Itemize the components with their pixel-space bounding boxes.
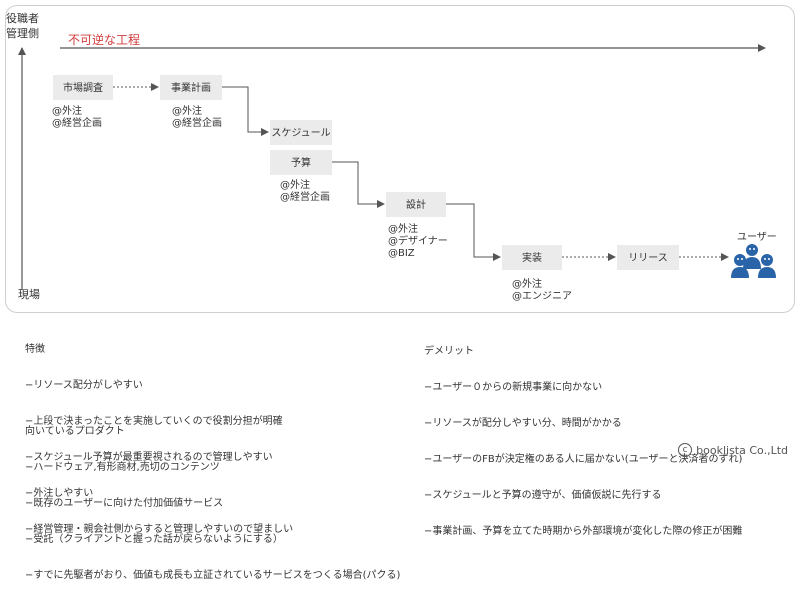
step-schedule-box — [270, 120, 332, 145]
note-implementation-1: @外注 — [512, 277, 542, 290]
note-research-1: @外注 — [52, 104, 82, 117]
step-design-box — [386, 192, 446, 217]
demerits-item: −リソースが配分しやすい分、時間がかかる — [424, 418, 622, 429]
users-icon — [731, 244, 776, 278]
step-schedule-label: スケジュール — [271, 127, 330, 139]
step-budget-box — [270, 150, 332, 175]
step-implementation-box — [502, 245, 562, 270]
features-item: −スケジュール予算が最重要視されるので管理しやすい — [25, 452, 273, 463]
connector-design-to-implementation — [446, 203, 501, 261]
features-title: 特徴 — [25, 344, 45, 355]
demerits-item: −ユーザーのFBが決定権のある人に届かない(ユーザーと決済者のずれ) — [424, 454, 743, 465]
step-market-research-label: 市場調査 — [63, 81, 103, 94]
waterfall-diagram: 役職者 管理側 現場 不可逆な工程 市場調査 事業計画 スケジュール 予算 設計… — [6, 11, 777, 302]
step-budget-label: 予算 — [291, 156, 311, 169]
connector-budget-to-design — [332, 161, 385, 208]
features-item: −リソース配分がしやすい — [25, 380, 143, 391]
axis-top-label-1: 役職者 — [6, 11, 39, 25]
suitable-item: −すでに先駆者がおり、価値も成長も立証されているサービスをつくる場合(パクる) — [25, 570, 401, 581]
demerits-title: デメリット — [424, 346, 474, 357]
step-design-label: 設計 — [406, 198, 426, 211]
axis-top-label-2: 管理側 — [6, 26, 39, 40]
note-implementation-2: @エンジニア — [512, 291, 572, 302]
copyright-text: booklista Co.,Ltd — [696, 443, 788, 457]
diagram-frame — [5, 5, 795, 313]
note-plan-1: @外注 — [172, 104, 202, 117]
suitable-block: 向いているプロダクト −ハードウェア,有形商材,売切のコンテンツ −既存のユーザ… — [25, 402, 400, 594]
irreversible-title: 不可逆な工程 — [68, 32, 140, 47]
note-design-1: @外注 — [388, 222, 418, 235]
demerits-block: デメリット −ユーザー０からの新規事業に向かない −リソースが配分しやすい分、時… — [424, 322, 742, 550]
step-market-research-box — [53, 75, 113, 100]
suitable-item: −受託（クライアントと握った話が戻らないようにする） — [25, 534, 283, 545]
demerits-item: −ユーザー０からの新規事業に向かない — [424, 382, 603, 393]
step-release-label: リリース — [628, 253, 668, 264]
connector-plan-to-schedule — [222, 86, 269, 136]
note-budget-2: @経営企画 — [280, 190, 330, 203]
demerits-item: −スケジュールと予算の遵守が、価値仮説に先行する — [424, 490, 662, 501]
suitable-item: −既存のユーザーに向けた付加価値サービス — [25, 498, 224, 509]
suitable-item: −ハードウェア,有形商材,売切のコンテンツ — [25, 462, 220, 473]
suitable-title: 向いているプロダクト — [25, 426, 125, 437]
step-business-plan-box — [160, 75, 222, 100]
note-design-3: @BIZ — [388, 248, 415, 259]
note-plan-2: @経営企画 — [172, 116, 222, 129]
note-research-2: @経営企画 — [52, 116, 102, 129]
step-release-box — [617, 245, 679, 270]
note-budget-1: @外注 — [280, 178, 310, 191]
copyright-icon: c — [678, 443, 693, 457]
users-label: ユーザー — [737, 231, 777, 243]
demerits-item: −事業計画、予算を立てた時期から外部環境が変化した際の修正が困難 — [424, 526, 743, 537]
step-business-plan-label: 事業計画 — [171, 81, 211, 94]
copyright: c booklista Co.,Ltd — [678, 443, 788, 457]
step-implementation-label: 実装 — [522, 251, 542, 264]
features-item: −上段で決まったことを実施していくので役割分担が明確 — [25, 416, 283, 427]
note-design-2: @デザイナー — [388, 234, 448, 247]
axis-bottom-label: 現場 — [18, 288, 40, 301]
